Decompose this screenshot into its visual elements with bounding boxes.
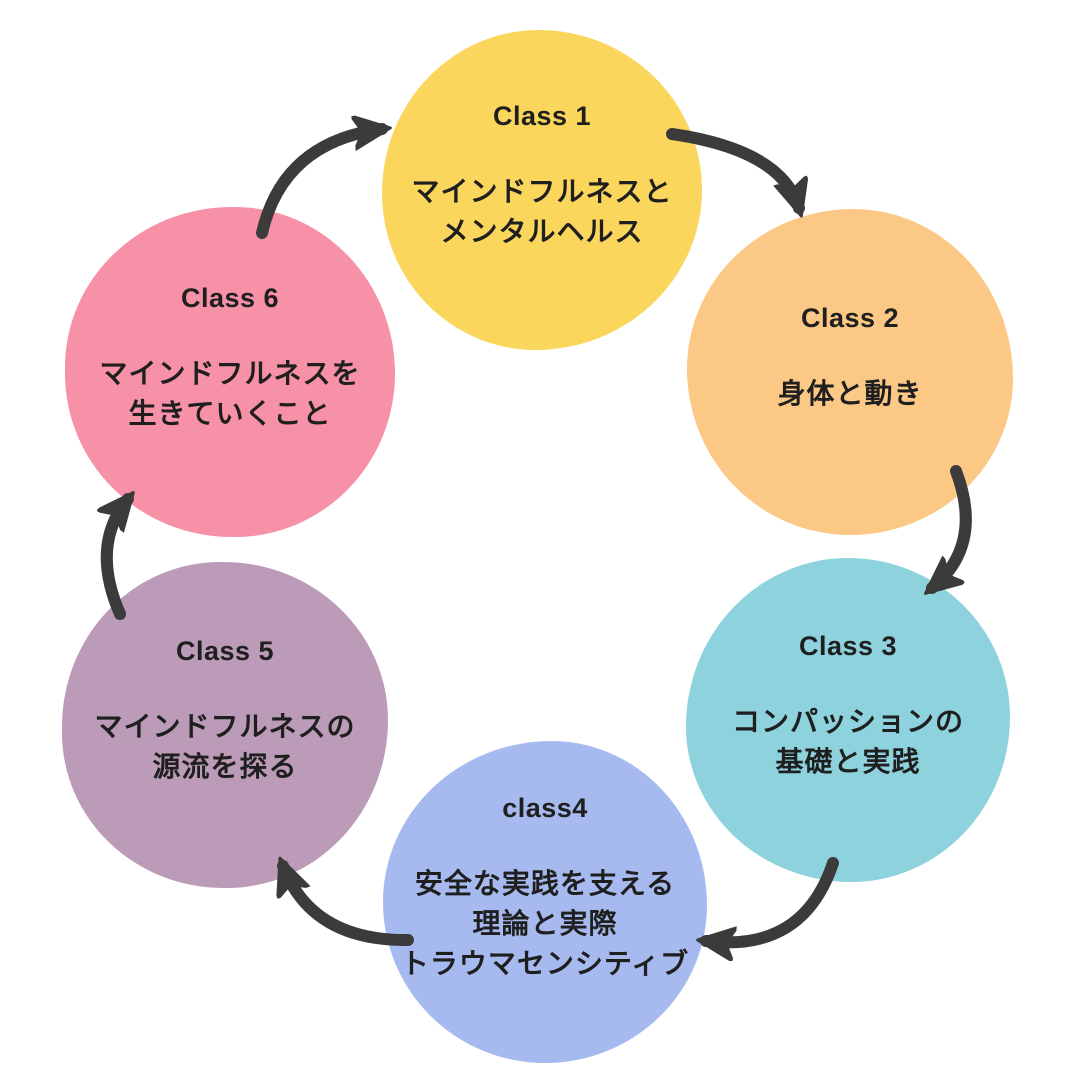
class-1-body-line: マインドフルネスと	[411, 175, 673, 207]
class-1-body-line: メンタルヘルス	[440, 215, 644, 247]
class-4-circle: class4 安全な実践を支える 理論と実際 トラウマセンシティブ	[383, 741, 707, 1063]
class-2-circle: Class 2 身体と動き	[687, 209, 1013, 535]
class-5-body-line: マインドフルネスの	[94, 710, 356, 742]
class-3-body-line: 基礎と実践	[775, 745, 921, 777]
class-6-body-line: マインドフルネスを	[99, 357, 361, 389]
class-4-body-line: 安全な実践を支える	[414, 867, 676, 899]
class-2-title: Class 2	[800, 302, 900, 333]
class-5-circle: Class 5 マインドフルネスの 源流を探る	[62, 562, 388, 888]
class-1-title: Class 1	[492, 100, 592, 131]
class-3-title: Class 3	[798, 630, 898, 661]
class-4-body-line: 理論と実際	[472, 907, 618, 939]
class-3-circle: Class 3 コンパッションの 基礎と実践	[686, 558, 1010, 882]
class-5-body-line: 源流を探る	[152, 750, 298, 782]
class-6-body-line: 生きていくこと	[128, 397, 332, 429]
class-6-title: Class 6	[180, 282, 280, 313]
class-1-circle: Class 1 マインドフルネスと メンタルヘルス	[382, 30, 702, 350]
class-3-body-line: コンパッションの	[731, 705, 964, 737]
class-2-body-line: 身体と動き	[777, 377, 923, 409]
class-4-title: class4	[502, 792, 588, 823]
class-5-title: Class 5	[175, 635, 275, 666]
class-6-circle: Class 6 マインドフルネスを 生きていくこと	[65, 207, 395, 537]
class-4-body-line: トラウマセンシティブ	[400, 947, 690, 979]
